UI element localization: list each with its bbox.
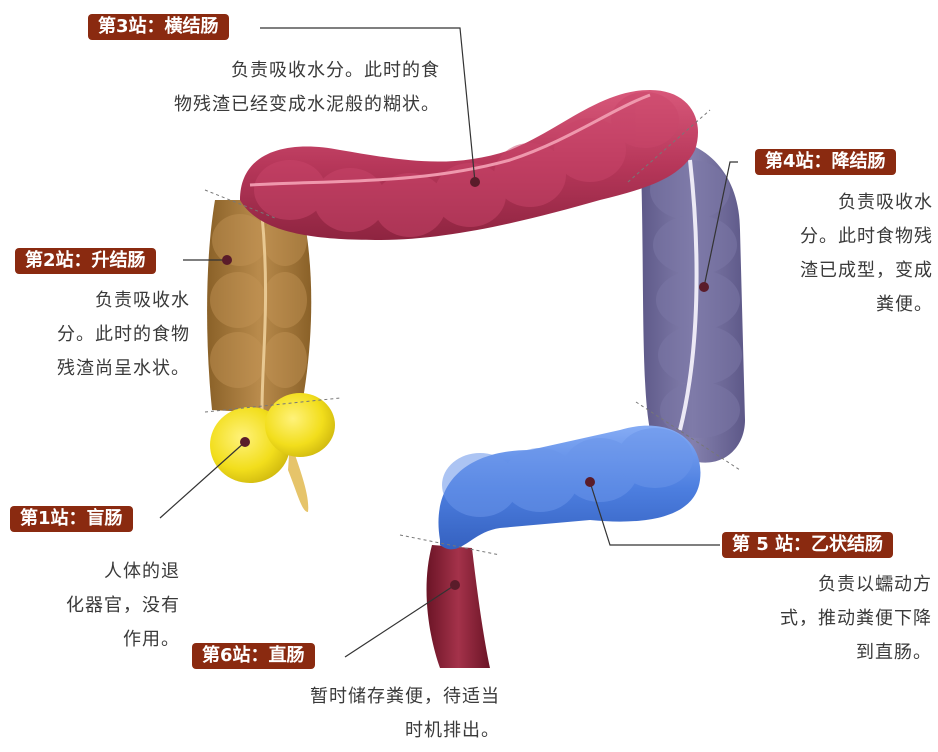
station-1-description: 人体的退 化器官，没有 作用。 — [5, 555, 180, 657]
station-4-description: 负责吸收水 分。此时食物残 渣已成型，变成 粪便。 — [745, 186, 933, 322]
desc-line: 负责吸收水分。此时的食 — [80, 54, 440, 88]
station-4-badge: 第4站：降结肠 — [755, 149, 896, 175]
station-6-description: 暂时储存粪便，待适当 时机排出。 — [160, 680, 500, 748]
station-3-description: 负责吸收水分。此时的食 物残渣已经变成水泥般的糊状。 — [80, 54, 440, 122]
desc-line: 负责吸收水 — [5, 284, 190, 318]
desc-line: 人体的退 — [5, 555, 180, 589]
desc-line: 残渣尚呈水状。 — [5, 352, 190, 386]
station-2-description: 负责吸收水 分。此时的食物 残渣尚呈水状。 — [5, 284, 190, 386]
station-1-badge: 第1站：盲肠 — [10, 506, 133, 532]
station-5-badge: 第 5 站：乙状结肠 — [722, 532, 893, 558]
rectum-segment — [427, 545, 490, 668]
desc-line: 负责吸收水 — [745, 186, 933, 220]
desc-line: 渣已成型，变成 — [745, 254, 933, 288]
desc-line: 物残渣已经变成水泥般的糊状。 — [80, 88, 440, 122]
desc-line: 到直肠。 — [710, 636, 932, 670]
desc-line: 分。此时食物残 — [745, 220, 933, 254]
sigmoid-colon-segment — [438, 426, 700, 550]
station-6-badge: 第6站：直肠 — [192, 643, 315, 669]
desc-line: 时机排出。 — [160, 714, 500, 748]
desc-line: 式，推动粪便下降 — [710, 602, 932, 636]
desc-line: 负责以蠕动方 — [710, 568, 932, 602]
desc-line: 化器官，没有 — [5, 589, 180, 623]
descending-colon-segment — [640, 138, 745, 462]
station-2-badge: 第2站：升结肠 — [15, 248, 156, 274]
desc-line: 粪便。 — [745, 288, 933, 322]
station-5-description: 负责以蠕动方 式，推动粪便下降 到直肠。 — [710, 568, 932, 670]
desc-line: 分。此时的食物 — [5, 318, 190, 352]
desc-line: 暂时储存粪便，待适当 — [160, 680, 500, 714]
desc-line: 作用。 — [5, 623, 180, 657]
station-3-badge: 第3站：横结肠 — [88, 14, 229, 40]
